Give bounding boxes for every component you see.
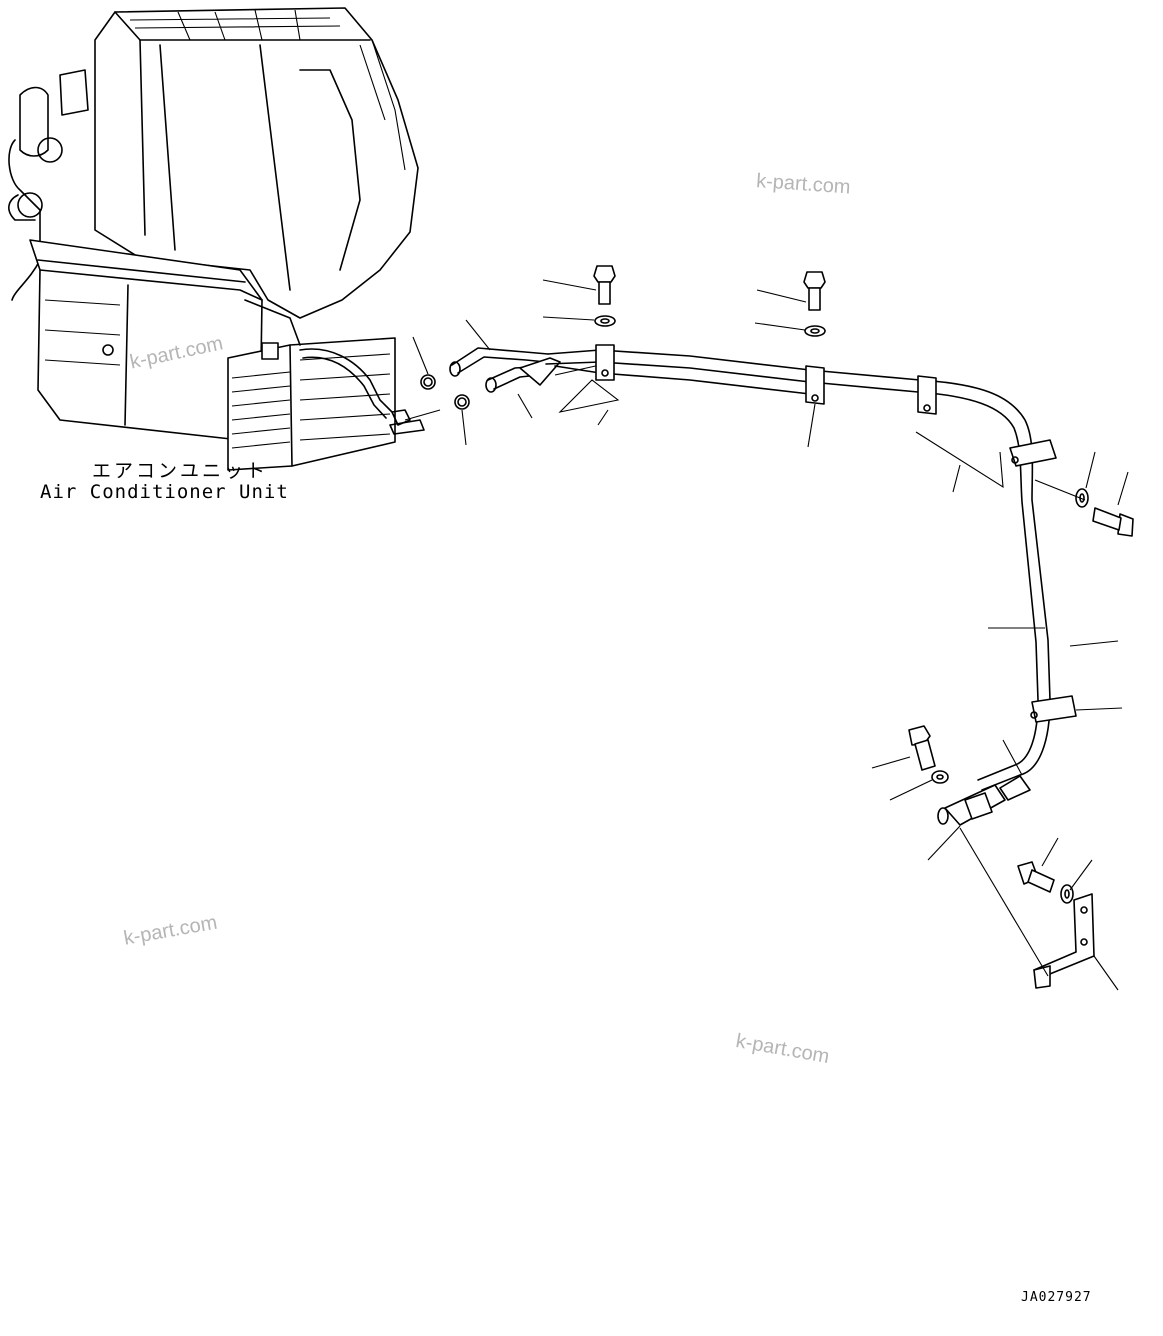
hose-clamp-lower [454,394,470,410]
unit-label-japanese: エアコンユニット [92,460,269,482]
bolt-1 [593,265,616,305]
air-conditioner-unit-illustration [8,7,441,471]
pipe-clamp-2 [805,365,825,405]
washer-4 [931,770,949,784]
hose-assembly [449,347,601,393]
pipe-clamp-3 [917,375,937,415]
pipe-clamp-1 [595,344,615,381]
bolt-2 [803,271,826,311]
washer-3 [1075,488,1089,508]
pipe-clamp-6 [964,792,993,820]
pipe-clamp-4 [1009,439,1057,467]
hose-clamp-upper [420,374,436,390]
mounting-bracket [1033,893,1095,989]
unit-label-english: Air Conditioner Unit [40,481,289,503]
leader-lines [412,279,1129,991]
pipe-clamp-5 [1030,695,1077,723]
washer-1 [594,315,616,327]
washer-2 [804,325,826,337]
main-pipe [545,349,1051,826]
bolt-5 [1017,861,1055,893]
drawing-code: JA027927 [1021,1290,1092,1305]
bolt-4 [908,725,936,771]
bolt-3 [1092,507,1134,537]
